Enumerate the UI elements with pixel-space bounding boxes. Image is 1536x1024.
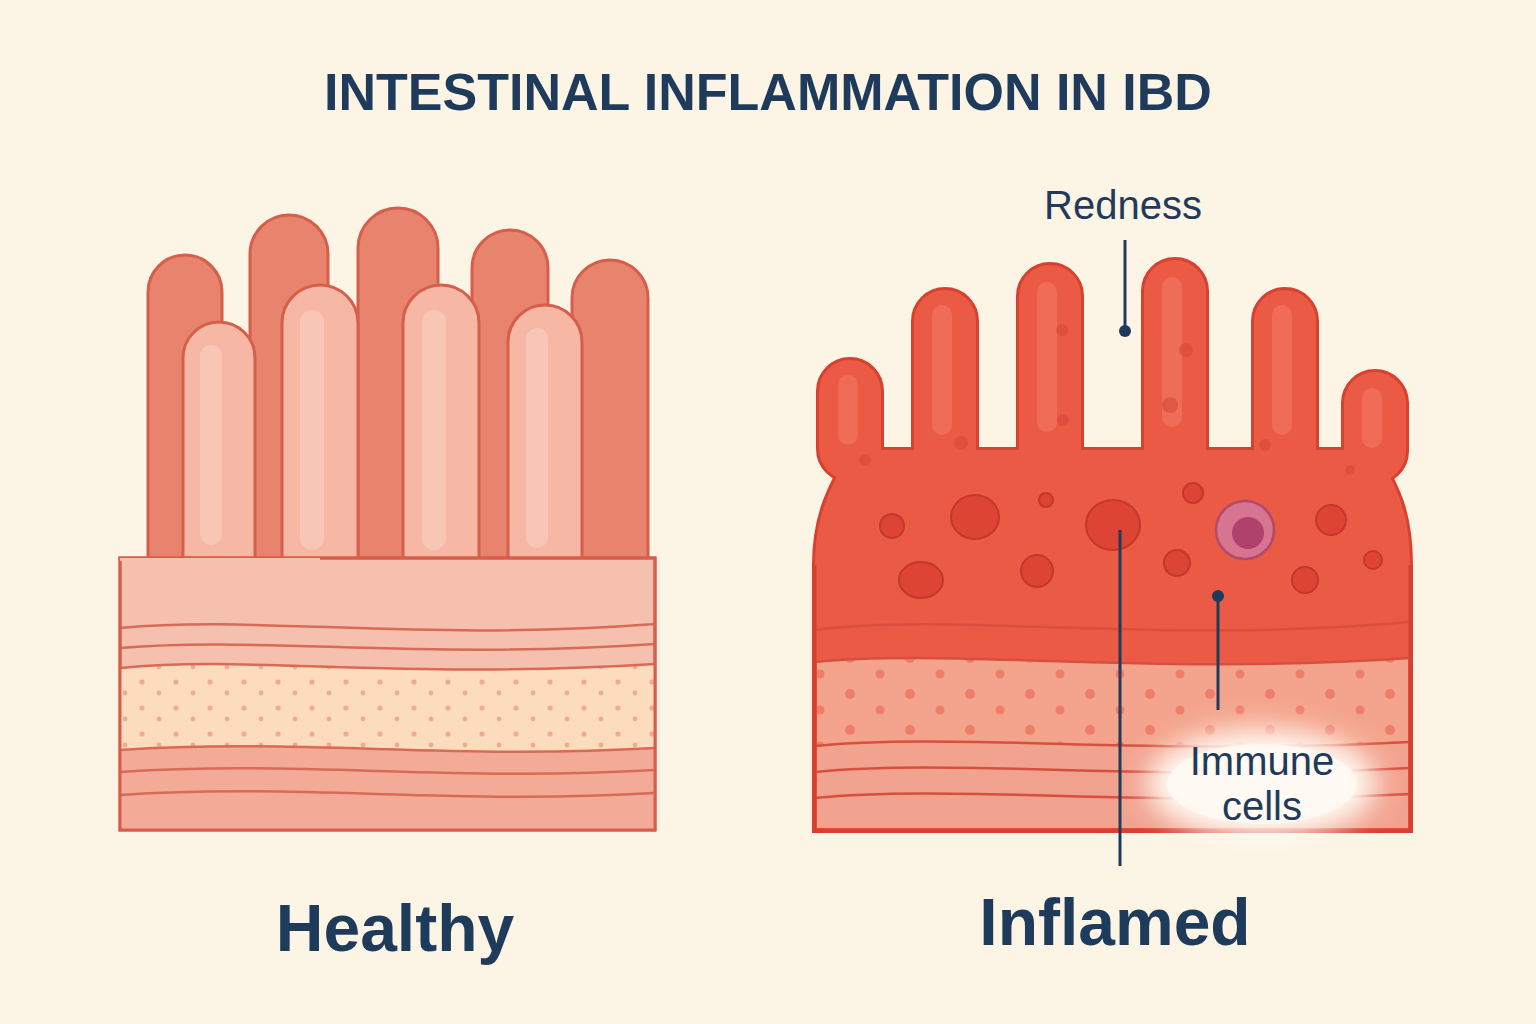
panel-label: Healthy [195, 892, 595, 965]
immune-cell [1216, 501, 1274, 559]
diagram-title: INTESTINAL INFLAMMATION IN IBD [324, 62, 1212, 122]
callout-label: Redness [1003, 183, 1243, 227]
panel-label: Inflamed [915, 886, 1315, 959]
callout-label: Immune cells [1157, 739, 1367, 829]
label-patch [1147, 729, 1377, 839]
healthy-tissue [120, 208, 655, 830]
inflamed-tissue [815, 260, 1410, 839]
